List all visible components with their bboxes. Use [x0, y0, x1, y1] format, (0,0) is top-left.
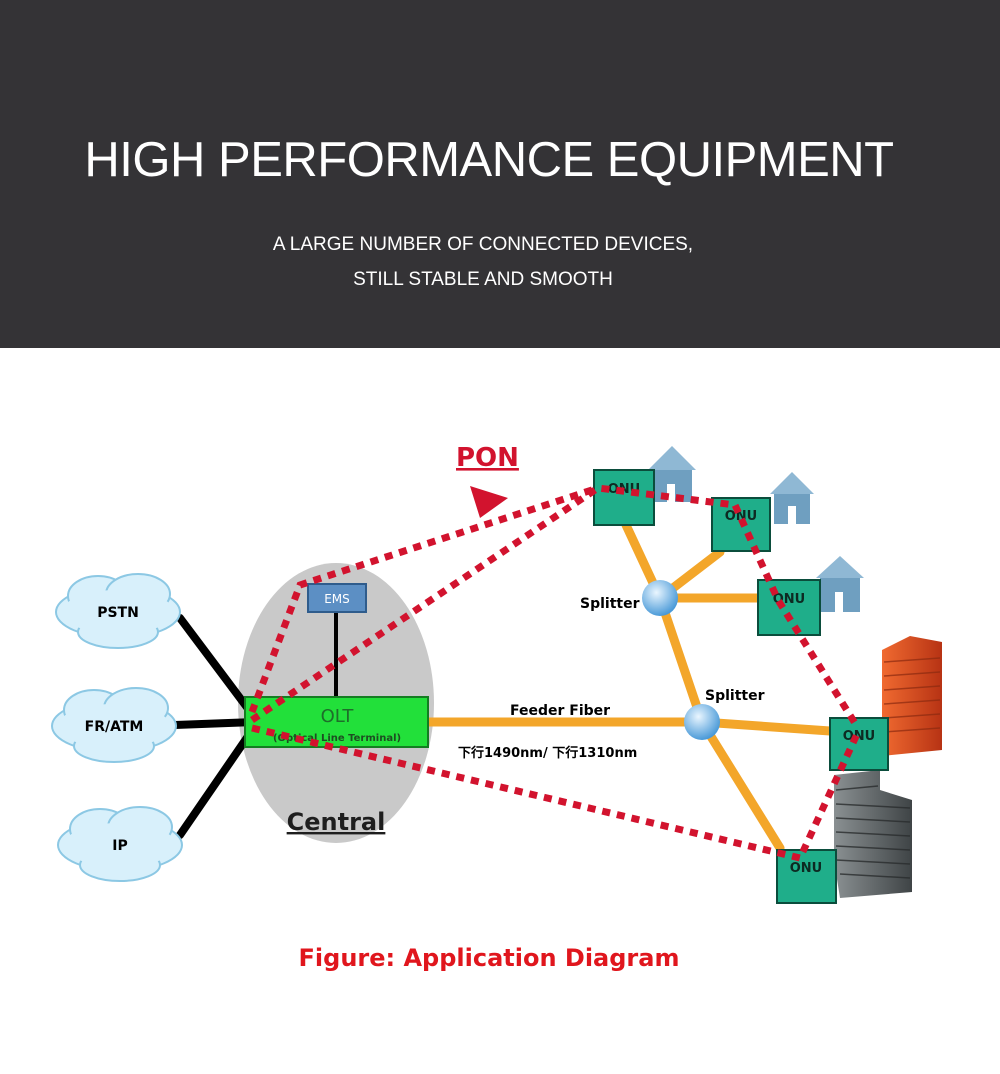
ems-box: EMS [307, 583, 367, 613]
pon-paths [248, 484, 862, 863]
feeder-fiber-label: Feeder Fiber [510, 703, 610, 719]
header-banner: HIGH PERFORMANCE EQUIPMENT A LARGE NUMBE… [0, 0, 1000, 348]
access-links [171, 614, 259, 839]
cloud-pstn: PSTN [55, 573, 181, 649]
house-icon-3 [816, 556, 864, 612]
application-diagram: PSTN FR/ATM IP EMS OLT (Optical Line Ter… [51, 443, 942, 904]
cloud-label-fratm: FR/ATM [85, 719, 144, 735]
figure-caption: Figure: Application Diagram [298, 944, 680, 972]
cloud-ip: IP [57, 806, 183, 882]
splitter-node-1 [642, 580, 678, 616]
subtitle-line-1: A LARGE NUMBER OF CONNECTED DEVICES, [272, 234, 694, 255]
house-icon-1 [648, 446, 696, 502]
page-title: HIGH PERFORMANCE EQUIPMENT [84, 133, 894, 187]
office-building-red-icon [882, 636, 942, 756]
onu-box-3: ONU [757, 579, 821, 636]
splitter-label-1: Splitter [580, 596, 640, 612]
central-label: Central [287, 808, 386, 836]
onu-box-1: ONU [593, 469, 655, 526]
pon-label: PON [456, 443, 519, 473]
onu-box-5: ONU [776, 849, 837, 904]
wavelength-label: 下行1490nm/ 下行1310nm [458, 745, 637, 761]
splitter-node-2 [684, 704, 720, 740]
onu-box-4: ONU [829, 717, 889, 771]
cloud-fratm: FR/ATM [51, 687, 177, 763]
onu-label-5: ONU [790, 861, 823, 876]
subtitle-line-2: STILL STABLE AND SMOOTH [353, 269, 613, 290]
onu-label-4: ONU [843, 729, 876, 744]
cloud-label-ip: IP [112, 838, 127, 854]
cloud-label-pstn: PSTN [97, 605, 139, 621]
ems-label: EMS [324, 592, 350, 606]
onu-label-2: ONU [725, 509, 758, 524]
pon-arrow-icon [470, 486, 508, 518]
olt-label: OLT [321, 706, 355, 727]
office-building-gray-icon [834, 770, 912, 898]
olt-box: OLT (Optical Line Terminal) [244, 696, 429, 748]
house-icon-2 [770, 472, 814, 524]
splitter-label-2: Splitter [705, 688, 765, 704]
olt-sublabel: (Optical Line Terminal) [273, 733, 401, 744]
